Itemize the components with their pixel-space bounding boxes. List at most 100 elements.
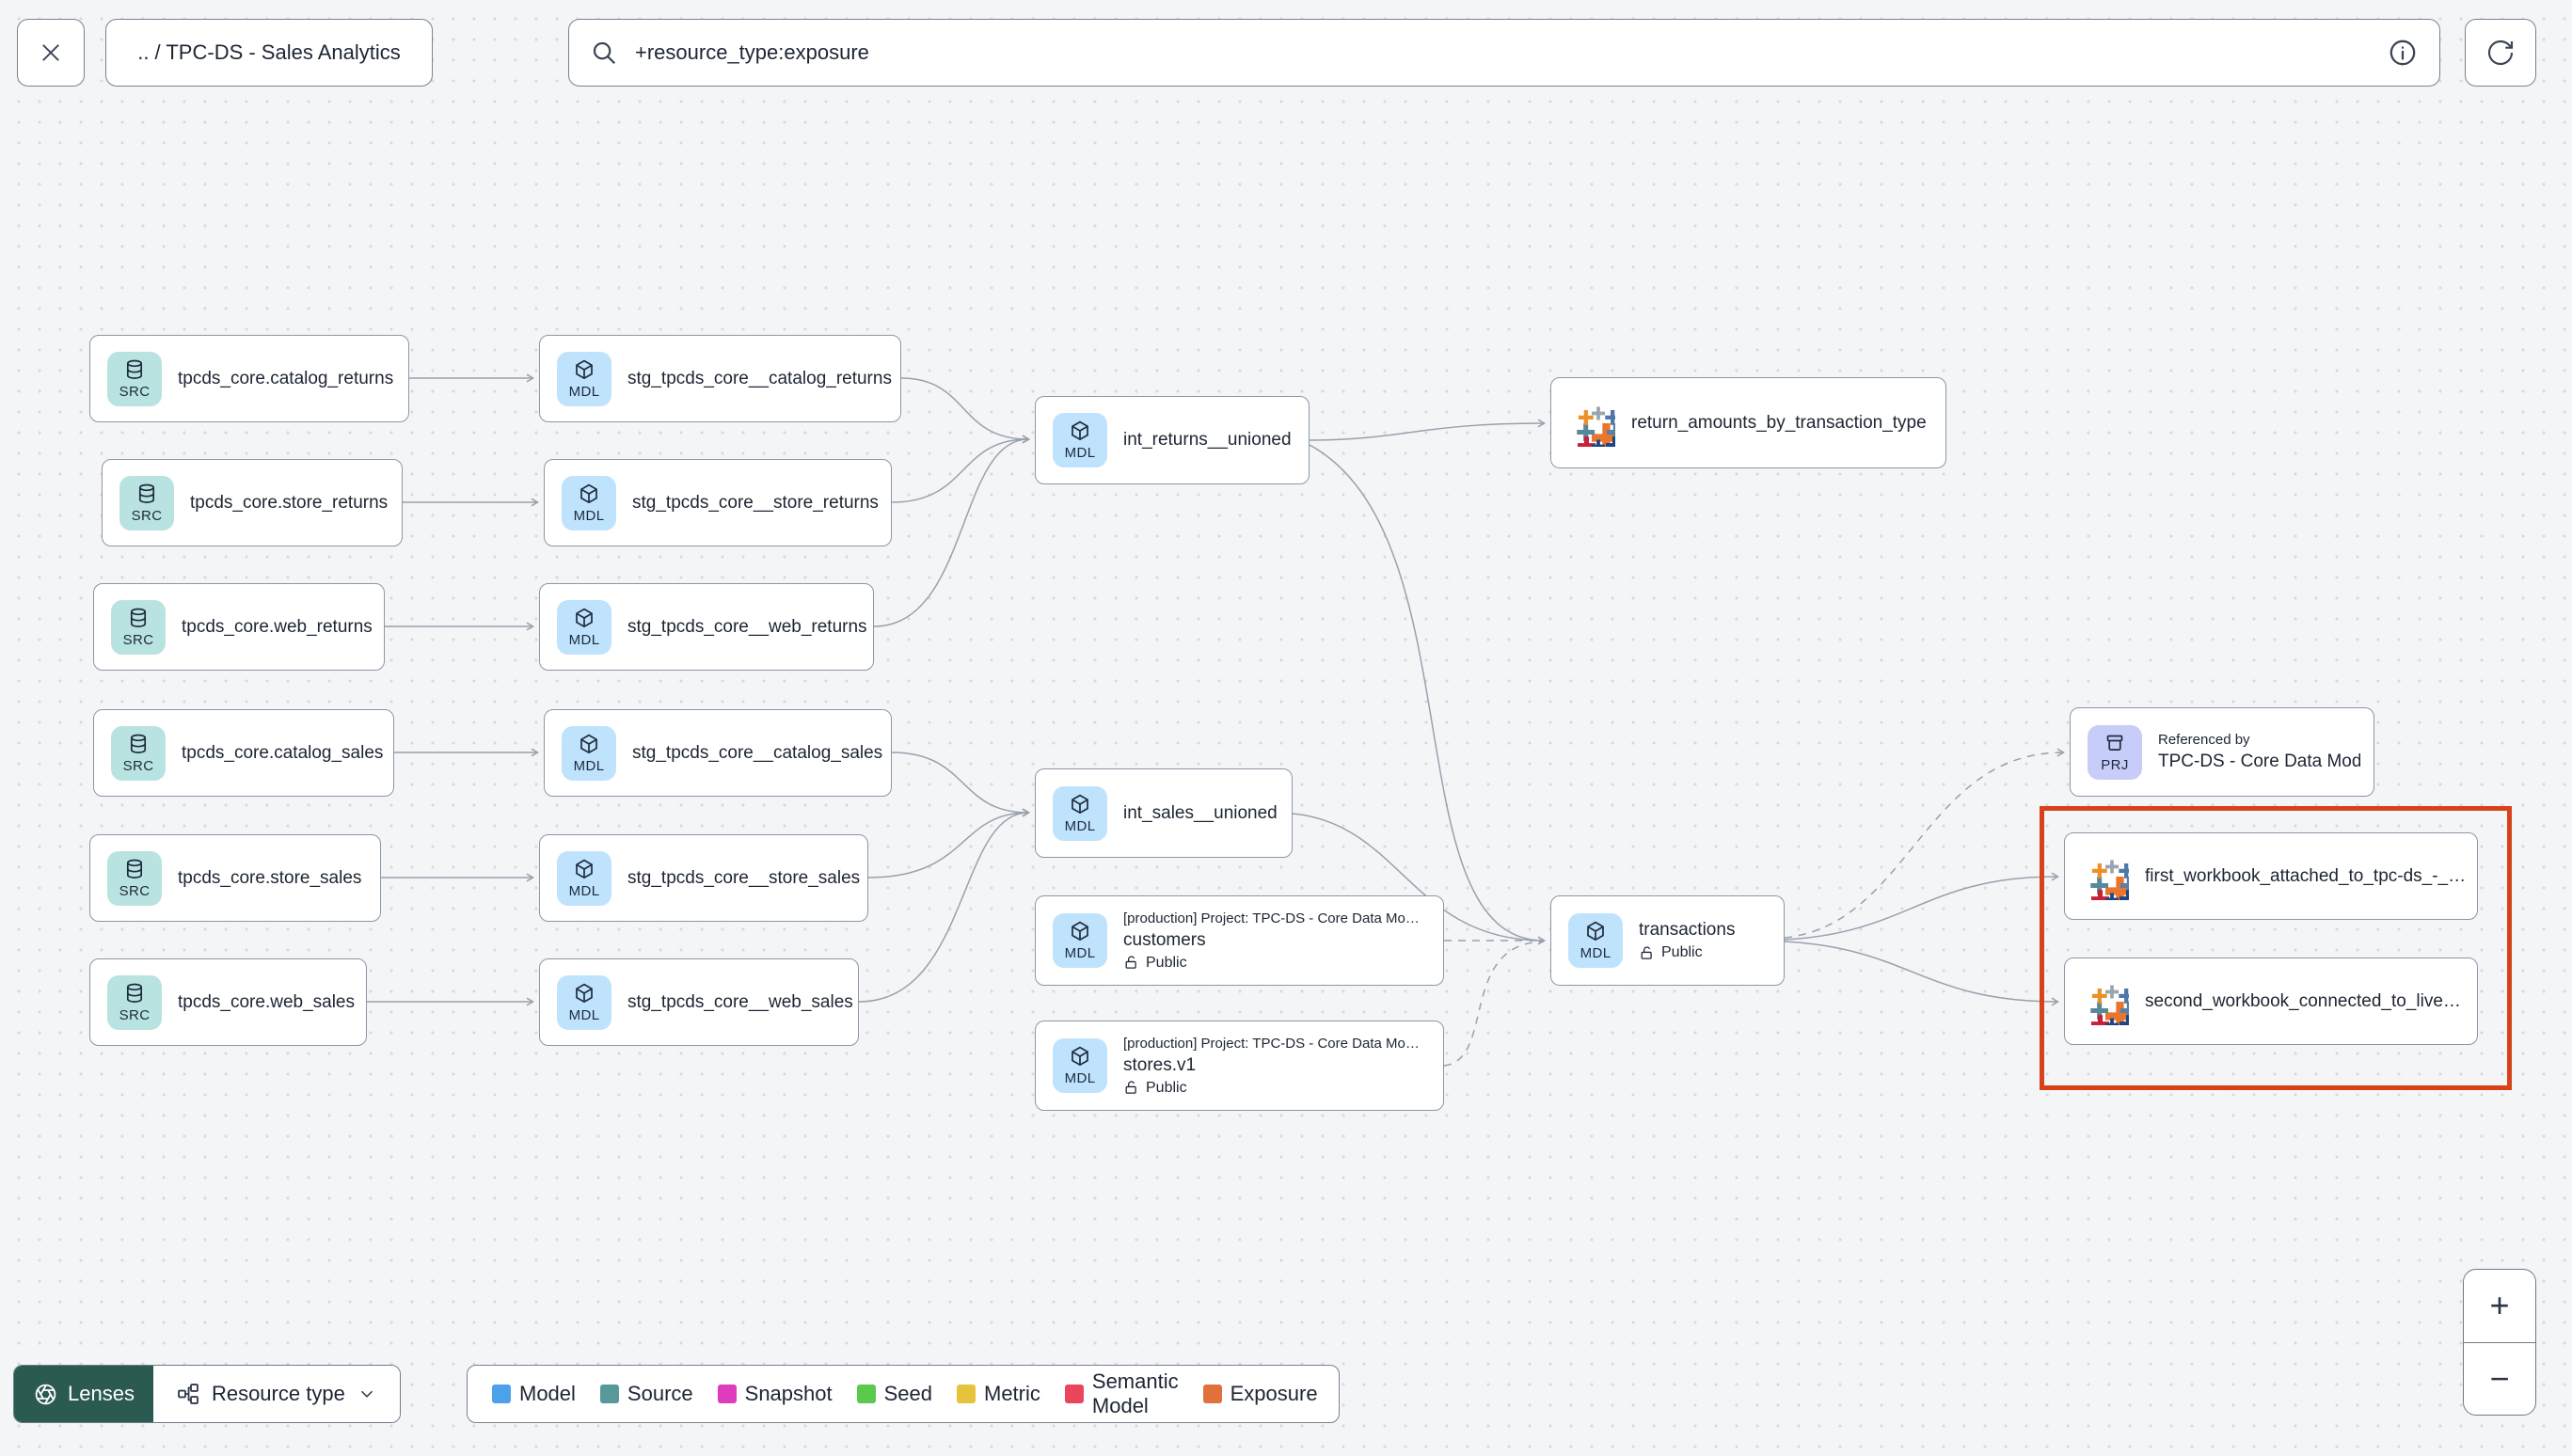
source-badge: SRC — [107, 351, 162, 406]
zoom-in-button[interactable]: + — [2464, 1270, 2535, 1343]
lock-open-icon — [1639, 945, 1655, 961]
node-int-returns-unioned[interactable]: MDL int_returns__unioned — [1035, 396, 1310, 484]
source-badge: SRC — [111, 725, 166, 781]
resource-type-icon — [176, 1382, 200, 1406]
node-label: stg_tpcds_core__web_sales — [627, 991, 853, 1012]
node-label: tpcds_core.store_returns — [190, 492, 389, 513]
access-row: Public — [1123, 955, 1420, 972]
badge-label: MDL — [1064, 817, 1096, 834]
legend-label: Seed — [883, 1382, 932, 1405]
access-row: Public — [1639, 944, 1735, 961]
node-exposure-second-workbook[interactable]: second_workbook_connected_to_live… — [2064, 957, 2478, 1045]
zoom-out-button[interactable]: − — [2464, 1343, 2535, 1416]
legend-item-semantic-model: Semantic Model — [1064, 1369, 1179, 1418]
node-exposure-return-amounts[interactable]: return_amounts_by_transaction_type — [1550, 377, 1946, 468]
node-src-store-sales[interactable]: SRC tpcds_core.store_sales — [89, 834, 381, 922]
model-badge: MDL — [557, 850, 611, 906]
search-input[interactable] — [633, 40, 2372, 66]
model-badge: MDL — [1053, 913, 1107, 968]
access-label: Public — [1146, 954, 1187, 971]
lenses-control: Lenses Resource type — [13, 1365, 401, 1423]
node-label: stg_tpcds_core__web_returns — [627, 616, 867, 637]
node-label: stg_tpcds_core__store_sales — [627, 867, 861, 888]
lenses-button[interactable]: Lenses — [14, 1366, 153, 1422]
lenses-aperture-icon — [33, 1382, 58, 1407]
node-label: transactions — [1639, 920, 1736, 940]
model-cube-icon — [578, 733, 600, 755]
info-icon[interactable] — [2387, 37, 2419, 69]
badge-label: MDL — [573, 757, 605, 774]
model-cube-icon — [1069, 419, 1091, 442]
referenced-by-label: Referenced by — [2158, 732, 2250, 748]
node-label: first_workbook_attached_to_tpc-ds_-_… — [2145, 865, 2467, 886]
badge-label: SRC — [131, 507, 163, 524]
badge-label: SRC — [122, 631, 154, 648]
node-src-web-sales[interactable]: SRC tpcds_core.web_sales — [89, 958, 367, 1046]
chevron-down-icon — [357, 1384, 377, 1404]
close-icon — [38, 40, 64, 66]
node-exposure-first-workbook[interactable]: first_workbook_attached_to_tpc-ds_-_… — [2064, 832, 2478, 920]
database-icon — [123, 358, 146, 381]
refresh-button[interactable] — [2465, 19, 2536, 87]
database-icon — [123, 982, 146, 1005]
badge-label: SRC — [119, 1006, 151, 1023]
refresh-icon — [2485, 38, 2516, 68]
close-button[interactable] — [17, 19, 85, 87]
access-label: Public — [1146, 1079, 1187, 1096]
badge-label: MDL — [568, 383, 600, 400]
badge-label: SRC — [119, 383, 151, 400]
node-stg-store-sales[interactable]: MDL stg_tpcds_core__store_sales — [539, 834, 868, 922]
legend-item-metric: Metric — [957, 1382, 1040, 1406]
tableau-icon — [2082, 978, 2129, 1025]
badge-label: PRJ — [2101, 756, 2129, 773]
source-badge: SRC — [119, 475, 174, 530]
model-badge: MDL — [557, 599, 611, 655]
resource-type-dropdown[interactable]: Resource type — [152, 1366, 400, 1422]
node-project-meta: [production] Project: TPC-DS - Core Data… — [1123, 1035, 1420, 1052]
node-customers[interactable]: MDL [production] Project: TPC-DS - Core … — [1035, 895, 1444, 986]
model-cube-icon — [1069, 1045, 1091, 1068]
node-label: tpcds_core.store_sales — [178, 867, 362, 888]
node-int-sales-unioned[interactable]: MDL int_sales__unioned — [1035, 768, 1293, 858]
badge-label: MDL — [568, 631, 600, 648]
legend-item-source: Source — [599, 1382, 693, 1406]
search-bar — [568, 19, 2440, 87]
node-src-catalog-sales[interactable]: SRC tpcds_core.catalog_sales — [93, 709, 394, 797]
node-label: tpcds_core.catalog_sales — [182, 742, 384, 763]
access-label: Public — [1661, 944, 1703, 960]
node-label: customers — [1123, 929, 1206, 950]
lenses-label: Lenses — [68, 1382, 135, 1405]
badge-label: SRC — [122, 757, 154, 774]
badge-label: SRC — [119, 882, 151, 899]
node-stg-catalog-sales[interactable]: MDL stg_tpcds_core__catalog_sales — [544, 709, 892, 797]
node-src-web-returns[interactable]: SRC tpcds_core.web_returns — [93, 583, 385, 671]
model-cube-icon — [573, 358, 595, 381]
node-referenced-by-project[interactable]: PRJ Referenced by TPC-DS - Core Data Mod… — [2070, 707, 2374, 797]
legend-label: Snapshot — [744, 1382, 833, 1405]
breadcrumb[interactable]: .. / TPC-DS - Sales Analytics — [105, 19, 433, 87]
model-cube-icon — [1584, 920, 1607, 942]
node-label: tpcds_core.catalog_returns — [178, 368, 394, 388]
legend-item-exposure: Exposure — [1202, 1382, 1318, 1406]
node-stg-catalog-returns[interactable]: MDL stg_tpcds_core__catalog_returns — [539, 335, 901, 422]
zoom-controls: + − — [2463, 1269, 2536, 1416]
node-stg-web-sales[interactable]: MDL stg_tpcds_core__web_sales — [539, 958, 859, 1046]
legend-color-chip — [599, 1385, 619, 1403]
tableau-icon — [1568, 400, 1615, 447]
legend-label: Exposure — [1230, 1382, 1318, 1405]
project-badge: PRJ — [2088, 724, 2142, 780]
node-stg-store-returns[interactable]: MDL stg_tpcds_core__store_returns — [544, 459, 892, 546]
node-stg-web-returns[interactable]: MDL stg_tpcds_core__web_returns — [539, 583, 874, 671]
node-stores-v1[interactable]: MDL [production] Project: TPC-DS - Core … — [1035, 1021, 1444, 1111]
node-label: stg_tpcds_core__catalog_sales — [632, 742, 883, 763]
node-src-store-returns[interactable]: SRC tpcds_core.store_returns — [102, 459, 403, 546]
badge-label: MDL — [1580, 945, 1611, 961]
lock-open-icon — [1123, 1080, 1139, 1096]
node-label: second_workbook_connected_to_live… — [2145, 990, 2461, 1011]
model-badge: MDL — [557, 974, 611, 1030]
database-icon — [127, 607, 150, 629]
node-label: stores.v1 — [1123, 1054, 1197, 1075]
database-icon — [135, 483, 158, 505]
node-src-catalog-returns[interactable]: SRC tpcds_core.catalog_returns — [89, 335, 409, 422]
node-transactions[interactable]: MDL transactions Public — [1550, 895, 1785, 986]
